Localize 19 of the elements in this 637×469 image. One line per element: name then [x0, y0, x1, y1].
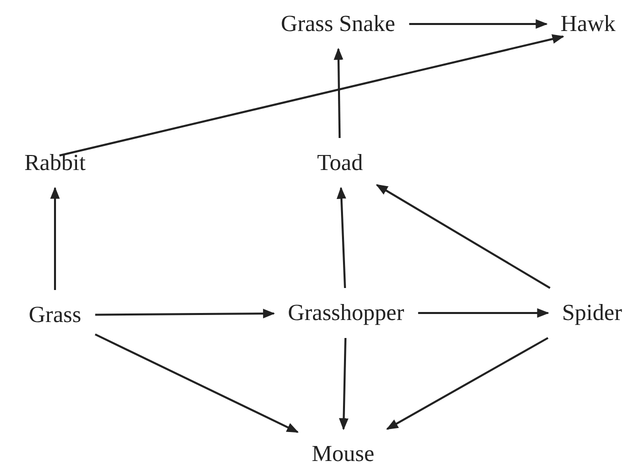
organism-label: Rabbit [24, 150, 86, 175]
arrow [50, 186, 60, 290]
arrow [59, 34, 564, 156]
organism-label: Hawk [560, 11, 616, 36]
arrow [376, 184, 551, 289]
organism-label: Toad [317, 150, 363, 175]
arrow [409, 19, 548, 29]
arrow [95, 308, 276, 318]
organism-label: Grasshopper [288, 300, 404, 325]
organism-label: Spider [562, 300, 622, 325]
arrow [386, 337, 548, 430]
arrow [418, 308, 550, 318]
arrow [94, 334, 299, 434]
arrow [334, 48, 344, 138]
organism-label: Mouse [312, 441, 374, 466]
organism-label: Grass Snake [280, 11, 396, 36]
organism-label: Grass [28, 302, 82, 327]
arrow [336, 186, 346, 288]
arrow [338, 338, 349, 430]
